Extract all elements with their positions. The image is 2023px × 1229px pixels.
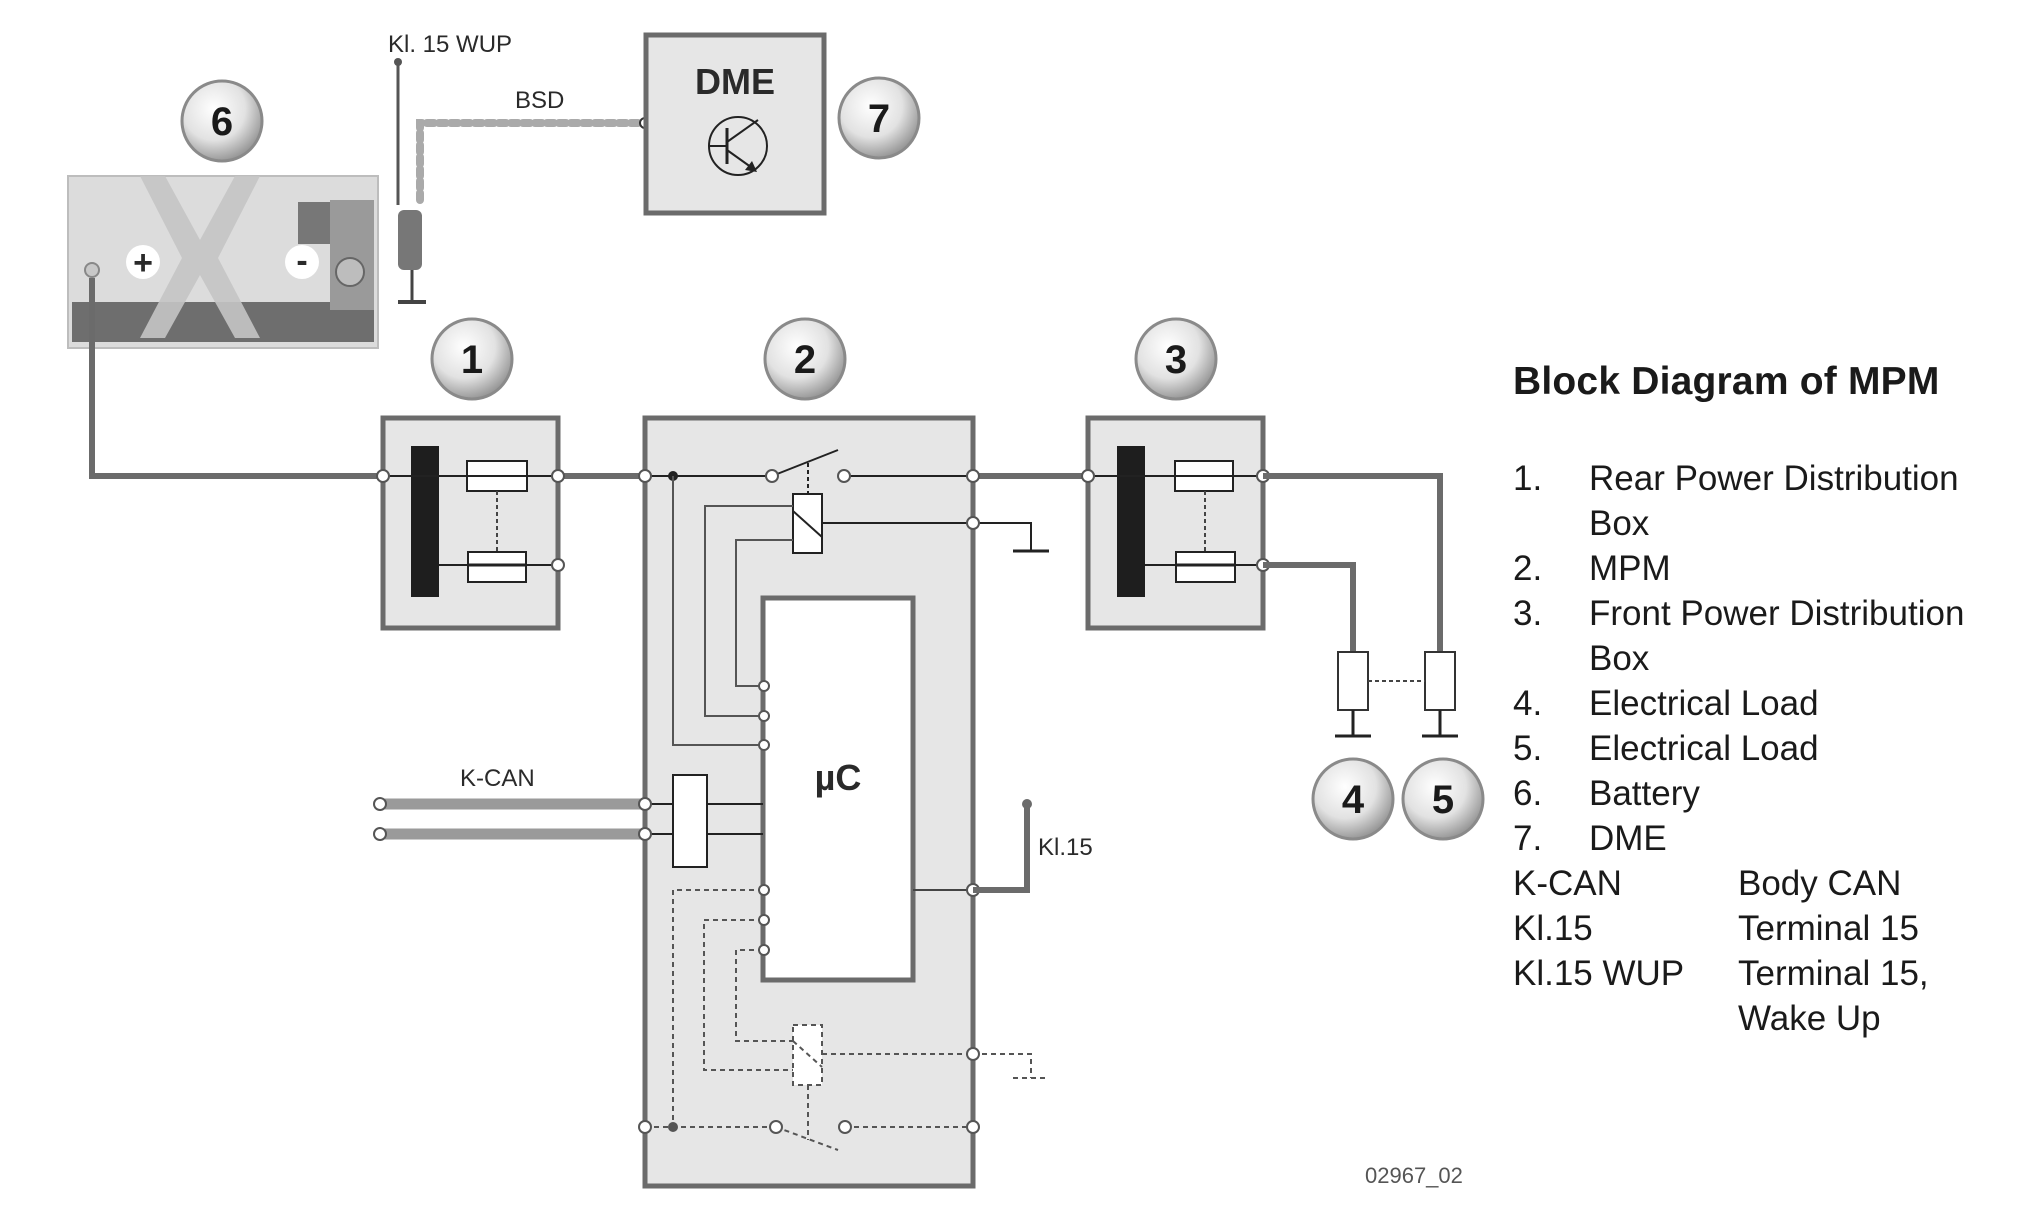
relay-switch — [771, 449, 839, 477]
load-5-resistor-icon — [1424, 651, 1456, 711]
bsd-line: BSD — [416, 87, 651, 204]
battery-plus-terminal: + — [126, 244, 160, 282]
svg-text:-: - — [296, 242, 307, 280]
battery: + - — [67, 175, 426, 349]
can-transceiver — [672, 774, 708, 868]
badge-3: 3 — [1134, 317, 1218, 401]
kl15-wup-wire: Kl. 15 WUP — [388, 31, 512, 205]
k-can-label: K-CAN — [460, 765, 535, 792]
uc-label: µC — [815, 757, 862, 798]
legend-item: 4.Electrical Load — [1513, 684, 1819, 723]
legend-item: 7.DME — [1513, 819, 1667, 858]
transistor-icon — [708, 116, 768, 176]
bsd-label: BSD — [515, 87, 564, 114]
legend-item: 2.MPM — [1513, 549, 1671, 588]
kl15-wup-label: Kl. 15 WUP — [388, 31, 512, 58]
figure-number: 02967_02 — [1365, 1163, 1463, 1188]
svg-text:4: 4 — [1342, 778, 1365, 822]
load-4-resistor-icon — [1337, 651, 1369, 711]
legend-title: Block Diagram of MPM — [1513, 360, 1940, 403]
dme-box: DME — [643, 32, 827, 216]
svg-text:+: + — [133, 244, 153, 282]
legend-item: 3.Front Power Distribution Box — [1513, 594, 1965, 678]
k-can-bus: K-CAN — [373, 765, 652, 841]
legend-item: 6.Battery — [1513, 774, 1700, 813]
fuse-icon — [1175, 551, 1236, 583]
microcontroller — [760, 595, 916, 983]
bus-bar — [411, 446, 439, 597]
svg-text:2: 2 — [794, 338, 816, 382]
svg-text:5: 5 — [1432, 778, 1454, 822]
kl15-label: Kl.15 — [1038, 834, 1093, 861]
badge-6: 6 — [180, 79, 264, 163]
svg-text:3: 3 — [1165, 338, 1187, 382]
main-power-line — [89, 278, 1088, 479]
svg-text:7: 7 — [868, 97, 890, 141]
badge-4: 4 — [1311, 757, 1395, 841]
kl15-wire: Kl.15 — [973, 799, 1093, 893]
legend: Block Diagram of MPM 1.Rear Power Distri… — [1513, 360, 1999, 1041]
badge-2: 2 — [763, 317, 847, 401]
rear-power-distribution-box — [376, 415, 565, 631]
front-power-distribution-box — [1081, 415, 1270, 631]
svg-text:1: 1 — [461, 338, 483, 382]
fuse-icon — [467, 551, 527, 583]
bus-bar — [1117, 446, 1145, 597]
legend-item: 1.Rear Power Distribution Box — [1513, 459, 1959, 543]
battery-minus-terminal: - — [285, 242, 319, 280]
svg-text:6: 6 — [211, 100, 233, 144]
badge-7: 7 — [837, 76, 921, 160]
dme-label: DME — [695, 61, 775, 102]
badge-5: 5 — [1401, 757, 1485, 841]
legend-item: 5.Electrical Load — [1513, 729, 1819, 768]
badge-1: 1 — [430, 317, 514, 401]
electrical-loads — [1263, 473, 1458, 738]
mpm-module: µC — [638, 415, 1049, 1189]
